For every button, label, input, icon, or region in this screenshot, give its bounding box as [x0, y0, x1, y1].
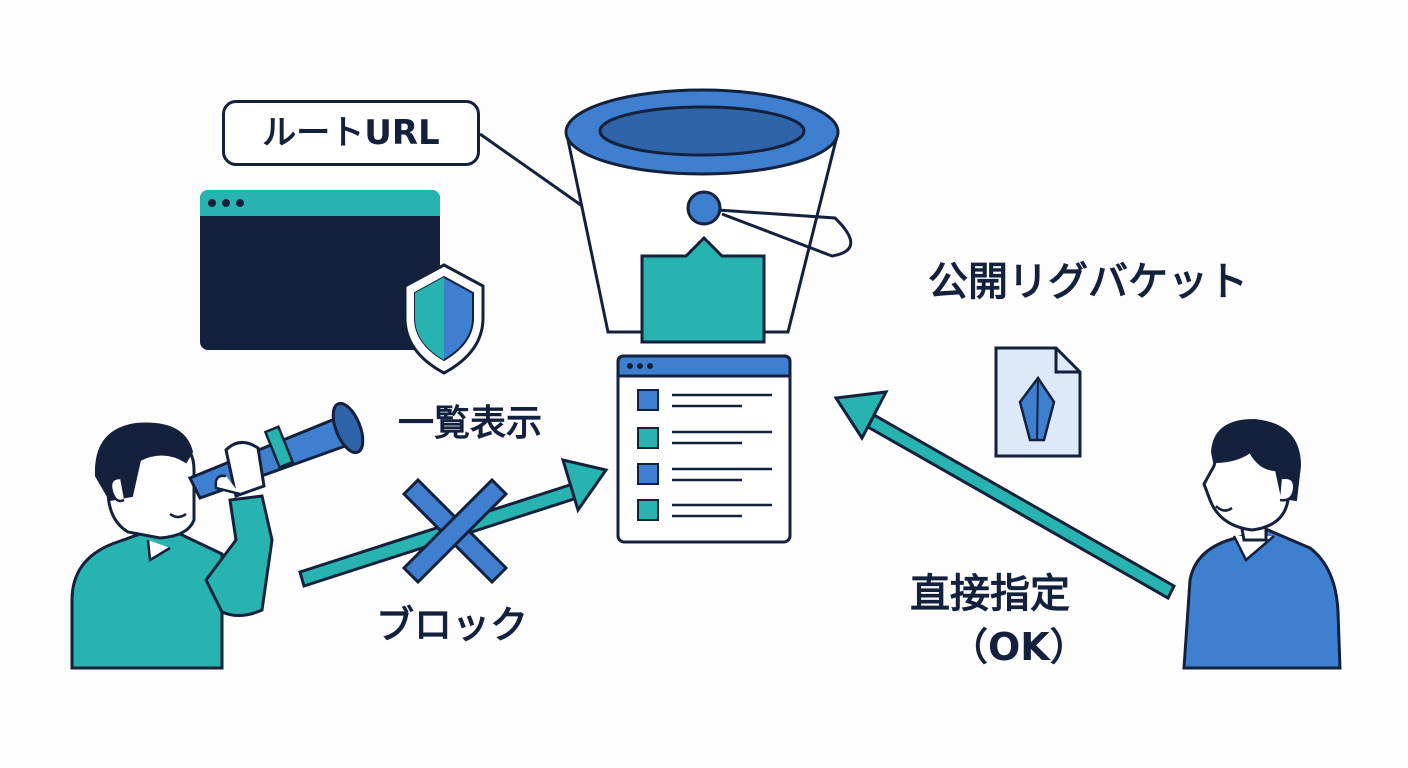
shield-icon [403, 263, 485, 375]
block-label: ブロック [376, 603, 529, 647]
browser-window-icon [200, 190, 440, 350]
ok-label: （OK） [950, 625, 1088, 669]
root-url-label: ルートURL [222, 100, 480, 166]
public-bucket-label: 公開リグバケット [928, 259, 1248, 305]
direct-access-arrow [833, 390, 1176, 601]
direct-access-person [1182, 418, 1342, 670]
direct-specify-label: 直接指定 [910, 571, 1070, 617]
root-url-connector [479, 132, 589, 212]
crystal-document-icon [994, 346, 1082, 458]
file-list-window-icon [616, 354, 792, 544]
list-rows [637, 389, 772, 521]
block-x-icon [401, 477, 509, 585]
telescope-person [70, 401, 365, 670]
bucket-icon [564, 88, 853, 344]
list-view-label: 一覧表示 [398, 403, 543, 444]
